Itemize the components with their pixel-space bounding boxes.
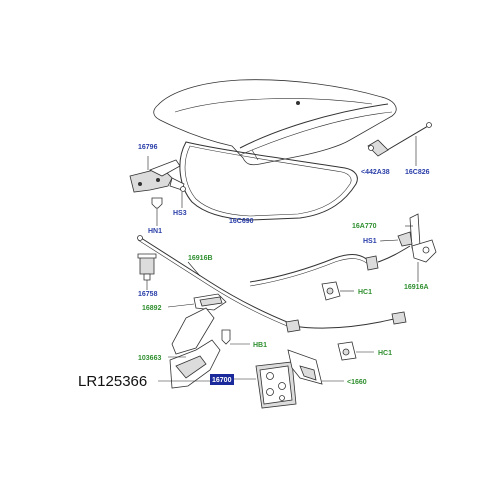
highlight-box (210, 374, 234, 385)
label-gas-strut[interactable]: 16C826 (405, 169, 430, 176)
label-plate[interactable]: 103663 (138, 355, 161, 362)
bonnet-hinge (129, 156, 186, 193)
label-bracket[interactable]: 16A770 (352, 223, 377, 230)
reference-number: LR125366 (78, 373, 147, 390)
label-hs3[interactable]: HS3 (173, 210, 187, 217)
bonnet-panel (153, 79, 397, 166)
hb1-bolt (221, 329, 250, 345)
bonnet-seal (179, 141, 358, 221)
release-bracket (379, 213, 437, 282)
label-bump-stop[interactable]: 16758 (138, 291, 158, 298)
label-hc1-lower[interactable]: HC1 (378, 350, 392, 357)
label-release-lever[interactable]: 16916A (404, 284, 429, 291)
label-hb1[interactable]: HB1 (253, 342, 267, 349)
release-handle (167, 293, 227, 355)
label-hc1-upper[interactable]: HC1 (358, 289, 372, 296)
label-hn1[interactable]: HN1 (148, 228, 162, 235)
label-latch-highlighted[interactable]: 16700 (212, 377, 232, 384)
label-hs1[interactable]: HS1 (363, 238, 377, 245)
latch-striker (287, 349, 344, 385)
gas-strut (367, 122, 432, 166)
label-gas-strut-clip[interactable]: <442A38 (361, 169, 390, 176)
lock-plate (168, 339, 221, 389)
label-handle[interactable]: 16892 (142, 305, 162, 312)
bump-stop (137, 253, 157, 290)
hc1-clip-upper (321, 281, 354, 301)
hc1-clip-lower (337, 341, 374, 361)
bonnet-latch (233, 361, 297, 409)
hn1-bolt (151, 197, 163, 226)
label-cable[interactable]: 16916B (188, 255, 213, 262)
label-striker[interactable]: <1660 (347, 379, 367, 386)
release-cable (137, 235, 411, 333)
label-seal[interactable]: 16C690 (229, 218, 254, 225)
label-hinge[interactable]: 16796 (138, 144, 158, 151)
